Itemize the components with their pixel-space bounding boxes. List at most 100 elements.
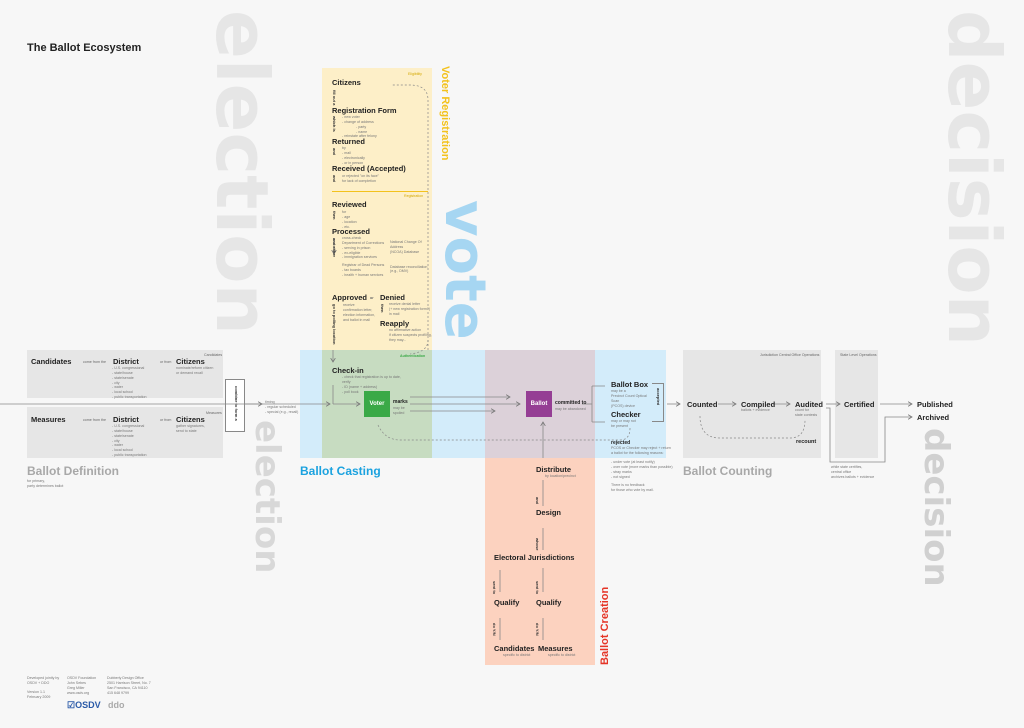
candidates-tag: Candidates xyxy=(204,353,223,357)
published-step: Published xyxy=(917,400,953,409)
do-yn-connector: do Y/N xyxy=(535,623,540,636)
note: if citizen suspects profiling, xyxy=(389,332,432,337)
reviewed-notes: for- age- location- etc. xyxy=(342,210,357,229)
note: - public transportation xyxy=(112,395,147,400)
note: nominate/reform citizen xyxy=(176,366,214,370)
accepted-label: accepted xyxy=(656,388,661,406)
eligibility-tag: Eligibility xyxy=(408,72,422,76)
note: Greg Miller xyxy=(67,685,85,690)
note: (NCOA) Database xyxy=(390,249,420,254)
compiled-note: ballots + evidence xyxy=(741,408,770,412)
returned-step: Returned xyxy=(332,137,365,146)
osdv-logo: ☑OSDV xyxy=(67,700,101,711)
audited-step: Audited xyxy=(795,400,823,409)
whose-connector: whose xyxy=(535,538,540,551)
which-is-connector: which is xyxy=(332,116,337,132)
note: for primary, xyxy=(27,479,45,483)
qualify-candidates-step: Qualify xyxy=(494,598,520,607)
note: San Francisco, CA 94110 xyxy=(107,685,148,690)
note: - mail xyxy=(342,150,351,155)
note: receive xyxy=(343,303,355,307)
definition-sublabel: for primary,party determines ballot xyxy=(27,479,63,489)
note: - or in person xyxy=(342,160,364,165)
note: - name xyxy=(356,129,368,134)
go-to-polling-connector: go to polling location xyxy=(332,304,337,345)
note: - location xyxy=(342,219,357,224)
note: or demand recall xyxy=(176,370,203,375)
note: www.osdv.org xyxy=(67,690,90,695)
distribute-note: by location/precinct xyxy=(545,474,576,478)
note: PCOS or Checker may reject + return xyxy=(611,446,671,450)
note: by xyxy=(342,146,346,150)
ballot-box-step: Ballot Box xyxy=(611,380,649,389)
note: Developed jointly by xyxy=(27,676,60,680)
ballot-creation-label: Ballot Creation xyxy=(599,586,611,665)
note: Dubberly Design Office xyxy=(107,676,144,680)
or-connector: or xyxy=(370,296,374,300)
note: receive denial letter xyxy=(389,302,421,306)
note: cross-check xyxy=(342,236,362,240)
creation-candidates: Candidates xyxy=(494,644,535,653)
note: central office xyxy=(831,469,852,474)
note: - city xyxy=(112,380,120,385)
note: National Change Of Address xyxy=(390,240,422,249)
reapply-step: Reapply xyxy=(380,319,410,328)
district-label: District xyxy=(113,357,139,366)
note: in mail xyxy=(389,311,400,316)
note: - water xyxy=(112,443,123,448)
registration-divider xyxy=(332,191,428,192)
compiled-step: Compiled xyxy=(741,400,776,409)
note: archives ballots + evidence xyxy=(831,474,875,479)
note: OSDV + DDO xyxy=(27,680,50,685)
note: - serving in prison xyxy=(342,245,371,250)
checkbox-icon: ☑ xyxy=(67,700,76,710)
registration-tag: Registration xyxy=(404,194,424,198)
district-list: - U.S. congressional- state/house- state… xyxy=(112,366,147,400)
note: - state/senate xyxy=(112,375,134,380)
note: (PCOS) device xyxy=(611,403,635,408)
note: gather signatures, xyxy=(176,424,205,428)
archived-step: Archived xyxy=(917,413,950,422)
come-from-label: come from the xyxy=(83,418,106,422)
creation-measures: Measures xyxy=(538,644,573,653)
note: may be a xyxy=(611,389,626,393)
citizens-label: Citizens xyxy=(176,357,205,366)
note: a ballot for the following reasons: xyxy=(611,450,664,455)
note: Version 1.1 xyxy=(27,689,45,694)
combine-box xyxy=(225,379,245,432)
ballot-definition-label: Ballot Definition xyxy=(27,464,119,478)
checker-step: Checker xyxy=(611,410,641,419)
candidates-definition-box xyxy=(27,350,223,398)
counted-step: Counted xyxy=(687,400,718,409)
note: - water xyxy=(112,385,123,390)
note: and ballot in mail xyxy=(343,317,370,322)
candidates-source: Candidates xyxy=(31,357,72,366)
note: - poll book xyxy=(342,389,359,394)
committed-note: may be abandoned xyxy=(555,407,586,411)
note: count for xyxy=(795,408,809,412)
state-ops-tag: State Level Operations xyxy=(840,353,877,357)
note: - party xyxy=(356,124,367,129)
page-title: The Ballot Ecosystem xyxy=(27,42,142,54)
marks-label: marks xyxy=(393,399,408,405)
note: (e.g., DMV) xyxy=(390,269,409,274)
timing-notes: timing- regular scheduled- special (e.g.… xyxy=(265,400,298,415)
note: There is no feedback xyxy=(611,483,645,488)
note: confirmation letter, xyxy=(343,307,373,312)
qualify-measures-step: Qualify xyxy=(536,598,562,607)
check-in-step: Check-in xyxy=(332,366,364,375)
note: while state certifies, xyxy=(831,465,863,469)
specific-note: specific to district xyxy=(548,653,576,657)
note: - under vote (at least notify) xyxy=(611,460,655,464)
note: - tax boards xyxy=(342,268,361,273)
note: - age xyxy=(342,214,351,219)
accepted-bracket xyxy=(652,383,664,422)
rejection-reasons: - under vote (at least notify)- over vot… xyxy=(611,460,673,493)
reviewed-step: Reviewed xyxy=(332,200,367,209)
combine-label: combine to form a xyxy=(234,386,239,421)
